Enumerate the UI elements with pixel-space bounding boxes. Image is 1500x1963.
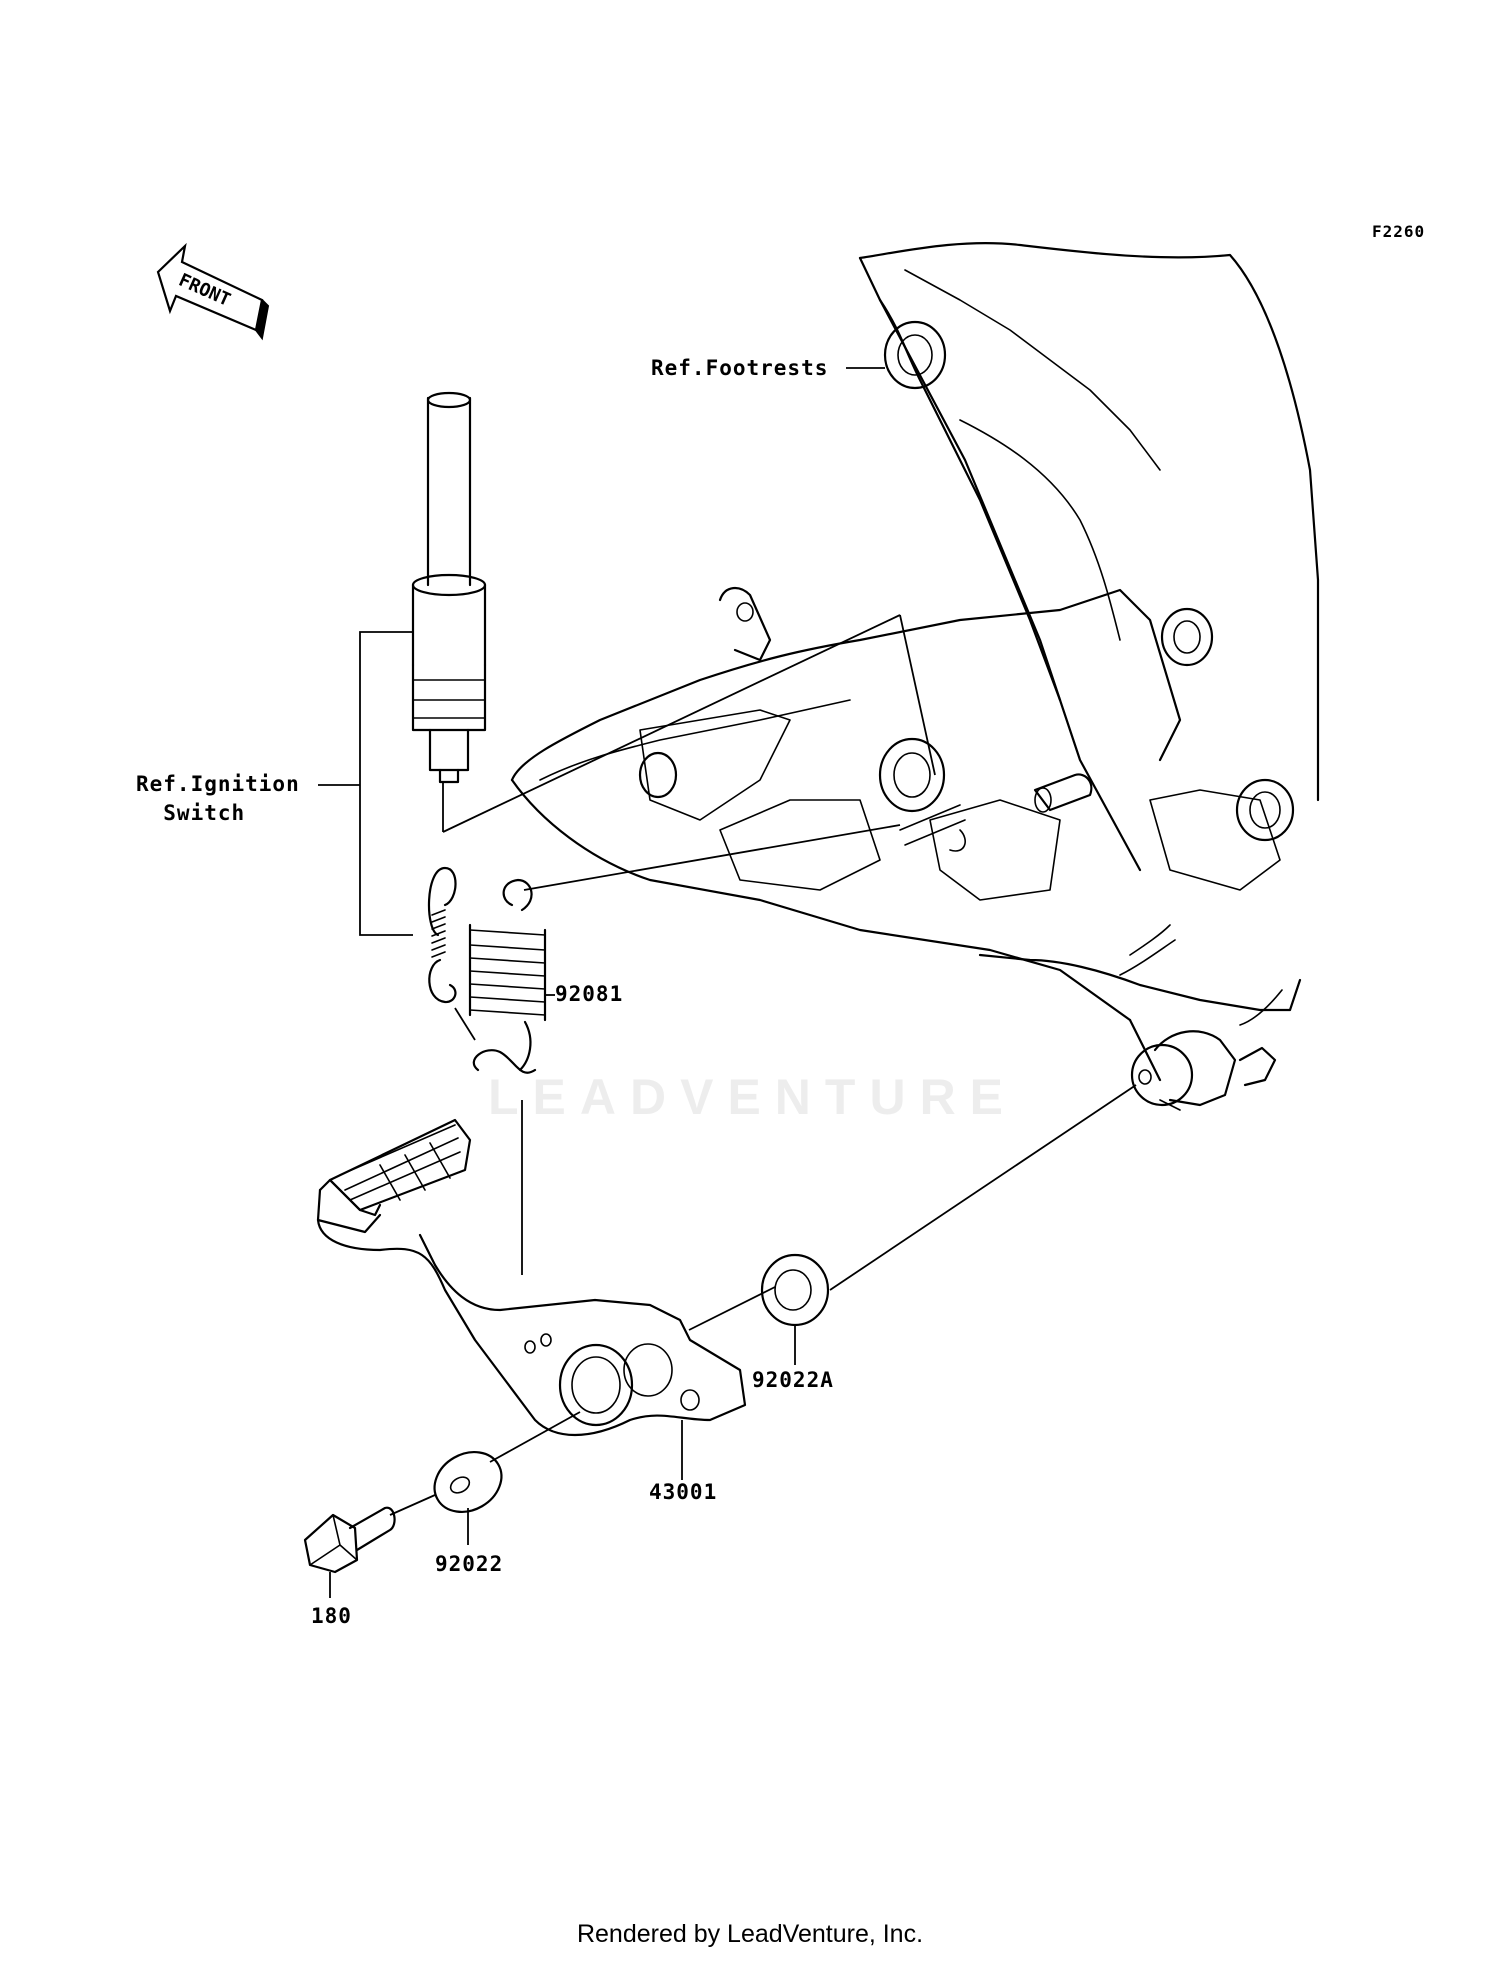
watermark: LEADVENTURE: [488, 1069, 1018, 1125]
part-label-180[interactable]: 180: [311, 1604, 352, 1628]
part-label-43001[interactable]: 43001: [649, 1480, 718, 1504]
spring-92081-drawing: [468, 824, 901, 1275]
brake-pedal-drawing: [316, 1084, 1137, 1480]
washer-92022a-drawing: [760, 1253, 830, 1365]
ignition-switch-ref-lines: [318, 631, 413, 936]
brake-light-switch-drawing: [411, 391, 936, 833]
washer-92022-drawing: [433, 1411, 581, 1545]
footer-rendered-by: Rendered by LeadVenture, Inc.: [576, 1920, 924, 1948]
bolt-180-drawing: [303, 1494, 436, 1598]
part-label-92022a[interactable]: 92022A: [752, 1368, 834, 1392]
part-label-92022[interactable]: 92022: [435, 1552, 504, 1576]
switch-spring-drawing: [427, 866, 537, 1074]
footrest-bracket-drawing: [510, 242, 1320, 1111]
ref-footrests-label[interactable]: Ref.Footrests: [651, 356, 829, 380]
part-label-92081[interactable]: 92081: [555, 982, 624, 1006]
front-arrow-icon: FRONT: [156, 242, 270, 341]
ref-ignition-switch-label[interactable]: Ref.Ignition Switch: [136, 772, 300, 825]
diagram-code: F2260: [1372, 222, 1426, 241]
